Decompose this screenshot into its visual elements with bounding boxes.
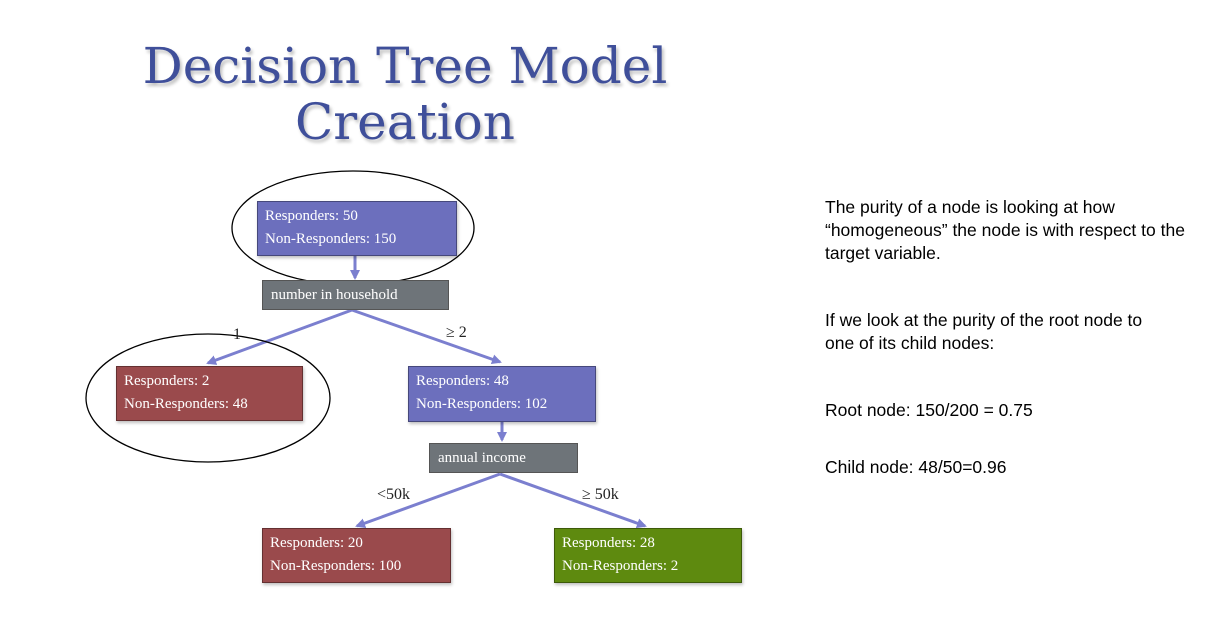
title-line-2: Creation: [295, 93, 515, 151]
explanation-paragraph-1: The purity of a node is looking at how “…: [825, 197, 1185, 263]
high-income-responders: Responders: 28: [562, 535, 655, 551]
root-responders: Responders: 50: [265, 208, 358, 224]
edge-income-low: [355, 472, 501, 528]
edge-label-lt50k: <50k: [377, 486, 411, 503]
explanation-paragraph-2: If we look at the purity of the root nod…: [825, 310, 1143, 353]
high-income-non-responders: Non-Responders: 2: [562, 558, 679, 574]
edge-income-high: [499, 472, 647, 529]
root-node: Responders: 50 Non-Responders: 150: [257, 201, 457, 256]
edge-label-one: 1: [233, 326, 241, 343]
left-non-responders: Non-Responders: 48: [124, 396, 248, 412]
root-non-responders: Non-Responders: 150: [265, 231, 397, 247]
low-income-node: Responders: 20 Non-Responders: 100: [262, 528, 451, 583]
edge-household-right: [351, 308, 502, 365]
left-node: Responders: 2 Non-Responders: 48: [116, 366, 303, 421]
right-non-responders: Non-Responders: 102: [416, 396, 548, 412]
edge-label-ge2: ≥ 2: [446, 324, 467, 341]
left-highlight-ellipse: [85, 333, 331, 463]
right-node: Responders: 48 Non-Responders: 102: [408, 366, 596, 422]
high-income-node: Responders: 28 Non-Responders: 2: [554, 528, 742, 583]
split-income: annual income: [429, 443, 578, 473]
left-responders: Responders: 2: [124, 373, 210, 389]
low-income-non-responders: Non-Responders: 100: [270, 558, 402, 574]
right-responders: Responders: 48: [416, 373, 509, 389]
title-line-1: Decision Tree Model: [142, 37, 668, 95]
edge-household-left: [206, 308, 353, 365]
split-household: number in household: [262, 280, 449, 310]
low-income-responders: Responders: 20: [270, 535, 363, 551]
slide-title: Decision Tree Model Creation: [100, 38, 710, 150]
explanation-child-purity: Child node: 48/50=0.96: [825, 457, 1007, 477]
explanation-root-purity: Root node: 150/200 = 0.75: [825, 400, 1033, 420]
edge-label-ge50k: ≥ 50k: [582, 486, 619, 503]
